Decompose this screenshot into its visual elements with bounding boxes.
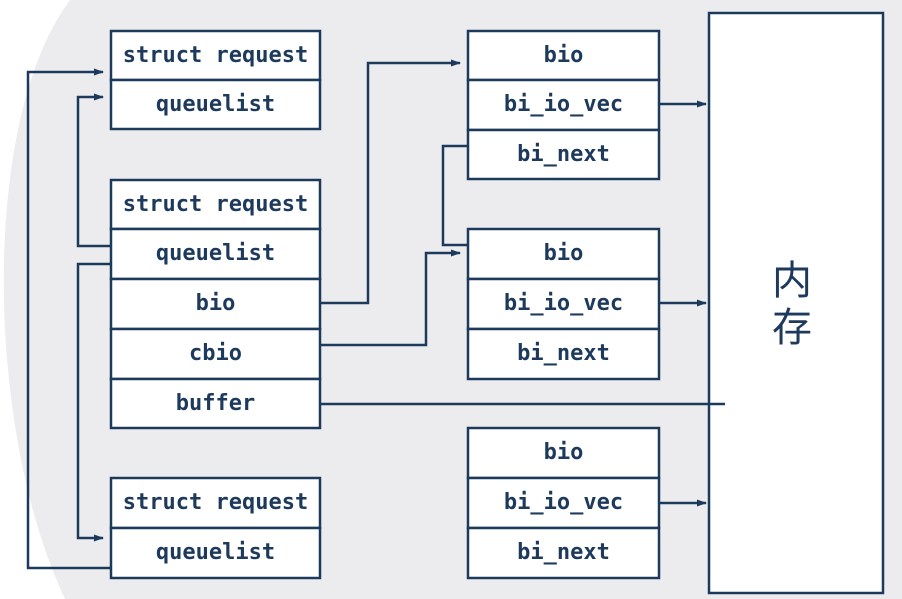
bi-next-chain-line	[441, 144, 468, 247]
request-3-label-1: queuelist	[156, 540, 275, 565]
request-2-field-3	[109, 327, 322, 381]
request-1: struct request queuelist	[109, 29, 322, 131]
request-1-field-1	[109, 78, 322, 131]
bio-3-label-2: bi_next	[517, 540, 610, 565]
memory-label-line2: 存	[772, 305, 812, 351]
request-1-label-1: queuelist	[156, 92, 275, 117]
bio-1: bio bi_io_vec bi_next	[466, 29, 661, 181]
request-3: struct request queuelist	[109, 476, 322, 580]
queue-link-r2-to-r3	[76, 262, 111, 542]
request-1-field-0	[109, 29, 322, 82]
bio-1-field-2	[466, 128, 661, 181]
request-2: struct request queuelist bio cbio buffer	[109, 178, 322, 430]
request-2-label-3: cbio	[189, 341, 242, 366]
request-3-label-0: struct request	[123, 490, 308, 515]
bio-2-field-1	[466, 277, 661, 331]
request-1-label-0: struct request	[123, 43, 308, 68]
bio-1-label-2: bi_next	[517, 142, 610, 167]
bio-3: bio bi_io_vec bi_next	[466, 426, 661, 580]
queue-link-outer	[26, 68, 111, 570]
bio-2: bio bi_io_vec bi_next	[466, 227, 661, 381]
queue-link-r2-to-r1	[76, 93, 111, 248]
bio-3-label-0: bio	[544, 440, 584, 465]
bio-2-label-0: bio	[544, 241, 584, 266]
bio-3-field-0	[466, 426, 661, 480]
bio-1-label-1: bi_io_vec	[504, 92, 623, 117]
request-2-field-4	[109, 377, 322, 430]
request-2-label-0: struct request	[123, 192, 308, 217]
cbio-pointer-arrow	[320, 249, 461, 347]
request-2-label-2: bio	[196, 291, 236, 316]
bio-1-label-0: bio	[544, 43, 584, 68]
memory-box	[707, 11, 885, 595]
request-3-field-0	[109, 476, 322, 530]
request-2-field-0	[109, 178, 322, 231]
request-2-label-1: queuelist	[156, 241, 275, 266]
memory-label-line1: 内	[772, 258, 812, 304]
bio-pointer-arrow	[320, 59, 461, 305]
bio-2-label-2: bi_next	[517, 341, 610, 366]
bio-2-label-1: bi_io_vec	[504, 291, 623, 316]
bio-3-label-1: bi_io_vec	[504, 490, 623, 515]
request-3-field-1	[109, 526, 322, 580]
request-2-label-4: buffer	[176, 391, 255, 416]
bio-1-field-1	[466, 78, 661, 132]
bio-3-field-2	[466, 526, 661, 580]
background-swoosh	[3, 0, 902, 599]
bio-2-field-0	[466, 227, 661, 281]
bio-2-field-2	[466, 327, 661, 381]
request-2-field-1	[109, 227, 322, 281]
memory-block: 内 存	[707, 11, 885, 595]
